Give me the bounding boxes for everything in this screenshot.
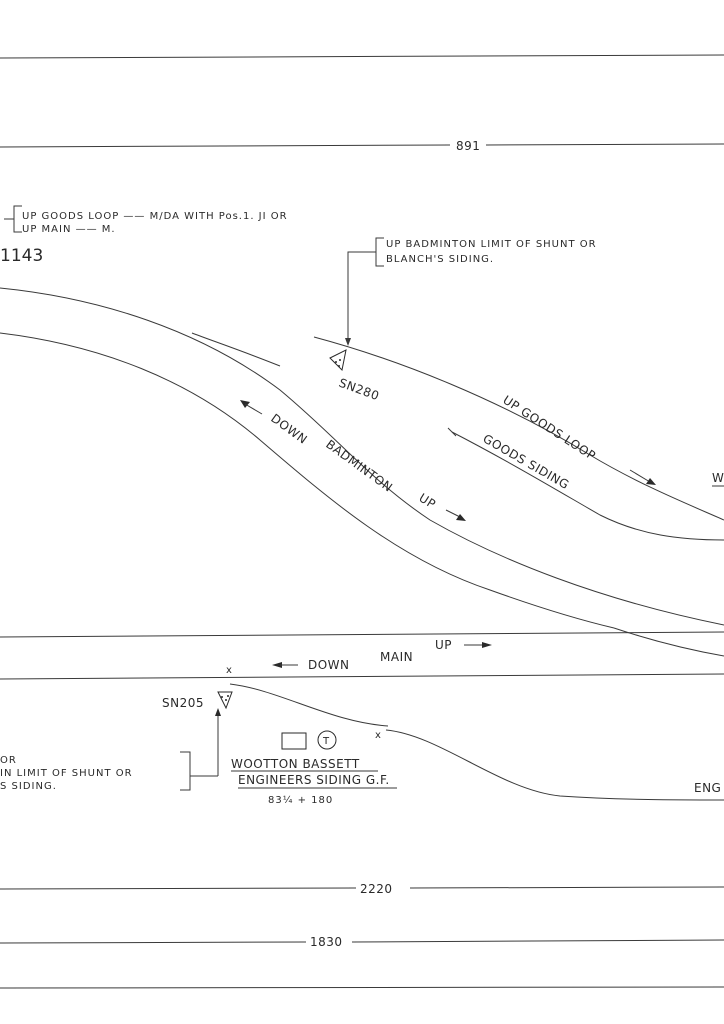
legend-top-line1: UP GOODS LOOP —— M/DA WITH Pos.1. JI OR (22, 211, 288, 222)
dimension-891: 891 (456, 139, 480, 153)
label-up-badminton: UP (416, 491, 438, 512)
dimension-line-1830-left (0, 941, 307, 944)
signal-reference-number: 1143 (0, 246, 43, 266)
track-goods-siding (451, 431, 724, 541)
signal-sn205-icon (217, 691, 233, 710)
track-crossover (191, 332, 281, 367)
label-badminton: BADMINTON (323, 437, 395, 495)
goods-siding-stop (447, 427, 457, 437)
legend-left-bracket (180, 751, 218, 791)
dimension-line-1830-right (351, 939, 724, 943)
track-engineers-siding (229, 683, 389, 727)
label-w: W (712, 471, 724, 485)
legend-top-line2: UP MAIN —— M. (22, 224, 116, 235)
dimension-2220: 2220 (360, 882, 393, 896)
legend-right-line2: BLANCH'S SIDING. (386, 254, 494, 265)
label-eng: ENG (694, 781, 721, 795)
signal-sn280-label: SN280 (337, 376, 381, 404)
dimension-line-2220-left (0, 887, 357, 890)
label-main: MAIN (380, 650, 413, 664)
track-engineers-siding-2 (385, 729, 724, 801)
label-main-down: DOWN (308, 658, 350, 672)
arrow-main-up-icon (482, 642, 492, 648)
arrow-up-goods-loop-shaft (629, 469, 651, 483)
legend-right-arrow (345, 338, 351, 346)
legend-left-line2: IN LIMIT OF SHUNT OR (0, 768, 133, 779)
dimension-1830: 1830 (310, 935, 343, 949)
label-main-up: UP (435, 638, 452, 652)
track-up-badminton (0, 332, 615, 629)
arrow-up-goods-loop-icon (646, 478, 656, 485)
label-siding-line2: ENGINEERS SIDING G.F. (238, 773, 390, 787)
arrow-main-down-icon (272, 662, 282, 668)
dimension-line-891-right (485, 143, 724, 146)
label-siding-line1: WOOTTON BASSETT (231, 757, 360, 771)
track-main-up (0, 673, 724, 680)
signal-sn280-icon (329, 349, 347, 372)
arrow-up-badminton-icon (456, 514, 466, 521)
legend-right-line1: UP BADMINTON LIMIT OF SHUNT OR (386, 239, 597, 250)
telephone-symbol: T (322, 736, 330, 747)
signal-sn205-label: SN205 (162, 696, 204, 710)
legend-left-line1: OR (0, 755, 17, 766)
marker-x-right: x (375, 730, 382, 741)
dimension-line-891-left (0, 144, 451, 148)
label-down: DOWN (268, 411, 310, 447)
legend-right-bracket (347, 237, 384, 344)
marker-x-left: x (226, 665, 233, 676)
sn205-pointer-arrow (215, 708, 221, 716)
top-border-line (0, 54, 724, 59)
track-down-badminton (0, 287, 724, 626)
track-main-down (0, 631, 724, 638)
label-mileage: 83¼ + 180 (268, 794, 333, 806)
ground-frame-box-icon (281, 732, 307, 750)
track-up-join (613, 627, 724, 657)
bottom-border-line (0, 986, 724, 989)
arrow-down-badminton-shaft (244, 403, 263, 415)
dimension-line-2220-right (409, 886, 724, 889)
legend-top-bracket (4, 205, 22, 233)
track-up-goods-loop (313, 336, 724, 521)
legend-left-line3: S SIDING. (0, 781, 57, 792)
telephone-icon (317, 730, 337, 750)
